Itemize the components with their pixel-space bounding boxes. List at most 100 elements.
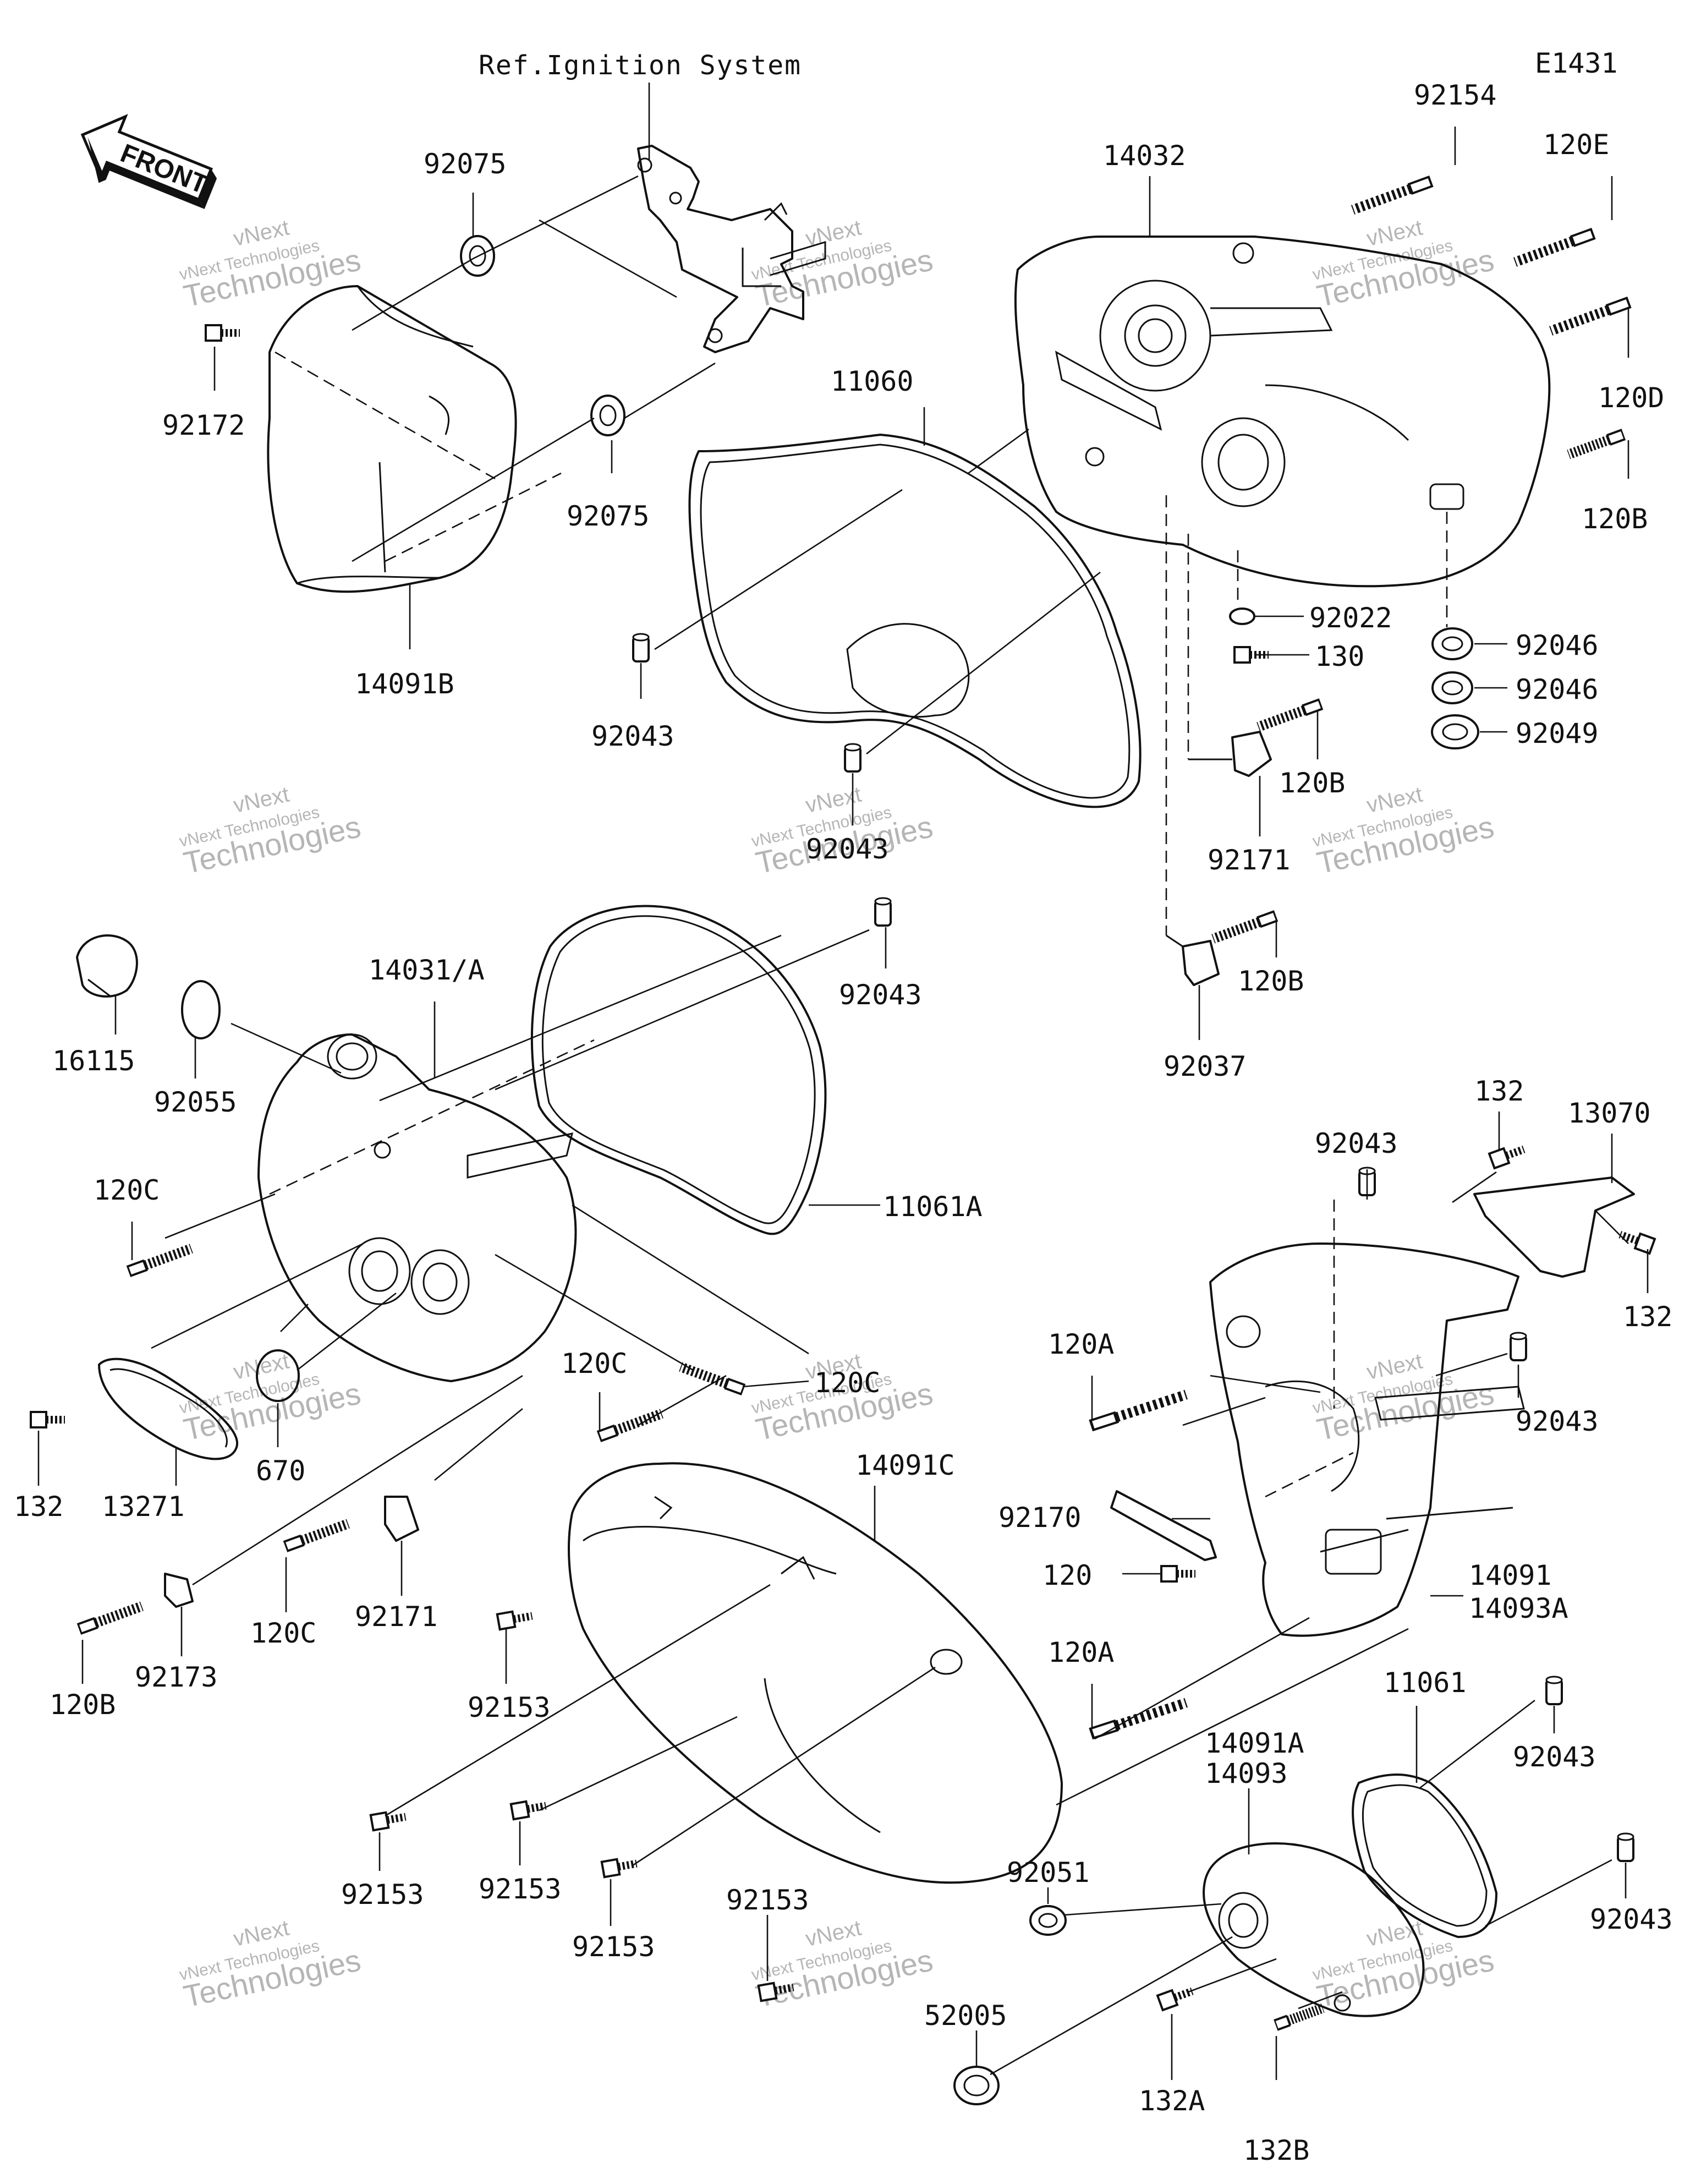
- watermark: vNext vNext Technologies Technologies: [178, 1916, 364, 2014]
- part-label: 14032: [1103, 140, 1186, 172]
- bolt-92172: [206, 325, 240, 341]
- part-label: 92172: [162, 409, 245, 441]
- dowel-92043: [1545, 1676, 1563, 1705]
- part-label: 92153: [479, 1873, 562, 1905]
- bolt-120B: [78, 1602, 144, 1634]
- part-label: 92173: [135, 1661, 218, 1693]
- dowel-92043: [874, 897, 892, 927]
- part-label: 14093: [1205, 1758, 1288, 1789]
- part-label: 14031/A: [369, 954, 485, 986]
- part-label: 92046: [1516, 630, 1599, 661]
- bolt-120C: [128, 1244, 193, 1276]
- part-label: 132B: [1243, 2134, 1309, 2166]
- part-label: 120A: [1048, 1636, 1114, 1668]
- part-label: 14091: [1469, 1559, 1552, 1591]
- spacer-92075-lower: [590, 395, 625, 436]
- part-label: 92153: [726, 1884, 809, 1916]
- watermark: vNext vNext Technologies Technologies: [1311, 1916, 1497, 2014]
- o-ring-92055: [181, 980, 221, 1039]
- housing-14091: [1209, 1242, 1525, 1637]
- bolt-120E: [1513, 229, 1594, 267]
- part-label: 92043: [806, 833, 889, 865]
- part-label: 92170: [998, 1502, 1082, 1534]
- part-label: 92153: [468, 1692, 551, 1723]
- part-label: 120: [1042, 1559, 1092, 1591]
- front-arrow-icon: FRONT: [80, 114, 217, 209]
- o-ring-670: [256, 1349, 300, 1402]
- part-label: 14091C: [855, 1449, 955, 1481]
- watermark: vNext vNext Technologies Technologies: [178, 782, 364, 880]
- leader-lines: [37, 83, 1649, 2080]
- cover-14091B: [267, 285, 517, 593]
- part-label: 92171: [355, 1601, 438, 1633]
- ignition-bracket: [637, 145, 826, 353]
- part-label: 92049: [1516, 718, 1599, 749]
- bolt-120C: [284, 1519, 350, 1551]
- bolt-132: [31, 1412, 65, 1427]
- part-label: 92153: [572, 1931, 655, 1963]
- part-label: 120B: [50, 1689, 116, 1721]
- seal-52005-inner: [963, 2074, 990, 2097]
- part-label: 132A: [1139, 2085, 1205, 2117]
- bolt-120A: [1090, 1698, 1188, 1738]
- seal-92051: [1029, 1905, 1067, 1936]
- part-label: 120B: [1582, 503, 1648, 535]
- part-label: 92037: [1164, 1050, 1247, 1082]
- part-label: 52005: [924, 2000, 1007, 2032]
- housing-14091A: [1203, 1842, 1425, 2017]
- part-label: 92051: [1007, 1857, 1090, 1889]
- part-label: 11060: [831, 365, 914, 397]
- dowel-92043: [1510, 1332, 1527, 1361]
- bolt-120B: [1567, 430, 1625, 459]
- bushing-92046: [1431, 671, 1473, 704]
- part-label: 132: [1623, 1301, 1672, 1333]
- part-label: 120E: [1543, 129, 1609, 161]
- part-label: 120A: [1048, 1328, 1114, 1360]
- cover-14031A: [257, 1033, 577, 1382]
- bolt-120B: [1211, 912, 1277, 944]
- part-label: 92043: [1315, 1127, 1398, 1159]
- part-label: 92043: [591, 720, 674, 752]
- part-label: 120C: [250, 1617, 316, 1649]
- bolt-92153: [602, 1856, 638, 1877]
- part-label: 120C: [561, 1348, 627, 1380]
- bolt-132: [1489, 1142, 1527, 1168]
- part-label: 120C: [814, 1367, 880, 1399]
- part-label: 120C: [94, 1174, 160, 1206]
- bolt-120C: [598, 1409, 663, 1441]
- bolt-132: [1617, 1227, 1655, 1254]
- dowel-92043: [844, 743, 862, 773]
- part-label: 132: [1474, 1075, 1524, 1107]
- part-label: 92153: [341, 1879, 424, 1911]
- cover-14091C: [568, 1462, 1063, 1884]
- part-label: 120D: [1598, 382, 1664, 414]
- bolt-120A: [1090, 1390, 1188, 1430]
- part-label: 92055: [154, 1086, 237, 1118]
- part-label: 16115: [52, 1045, 135, 1077]
- reference-note: Ref.Ignition System: [479, 50, 802, 81]
- part-label: 132: [14, 1491, 63, 1523]
- part-label: 120B: [1279, 767, 1345, 799]
- dowel-92043: [1617, 1832, 1634, 1862]
- part-label: 14093A: [1469, 1592, 1568, 1624]
- part-label: 130: [1315, 641, 1364, 672]
- part-label: 92154: [1414, 79, 1497, 111]
- part-label: 670: [256, 1455, 305, 1487]
- bolt-120B: [1256, 700, 1322, 732]
- part-labels: 92154 120E 14032 120D 120B 92075 92172 9…: [14, 79, 1673, 2166]
- part-label: 92043: [1516, 1405, 1599, 1437]
- oil-plug-16115: [76, 934, 138, 998]
- bolt-92153: [497, 1608, 534, 1629]
- bolt-92154: [1351, 177, 1432, 215]
- part-label: 92046: [1516, 674, 1599, 705]
- part-label: 92043: [1590, 1903, 1673, 1935]
- dowel-92043: [632, 633, 650, 663]
- bolt-92153: [371, 1809, 407, 1830]
- watermark: vNext vNext Technologies Technologies: [1311, 216, 1497, 314]
- bolt-120D: [1549, 298, 1630, 336]
- clamp-92173: [164, 1573, 194, 1608]
- part-label: 92043: [1513, 1741, 1596, 1773]
- gasket-11061A: [530, 905, 827, 1235]
- seal-92051-inner: [1038, 1913, 1058, 1928]
- part-label: 14091A: [1205, 1727, 1304, 1759]
